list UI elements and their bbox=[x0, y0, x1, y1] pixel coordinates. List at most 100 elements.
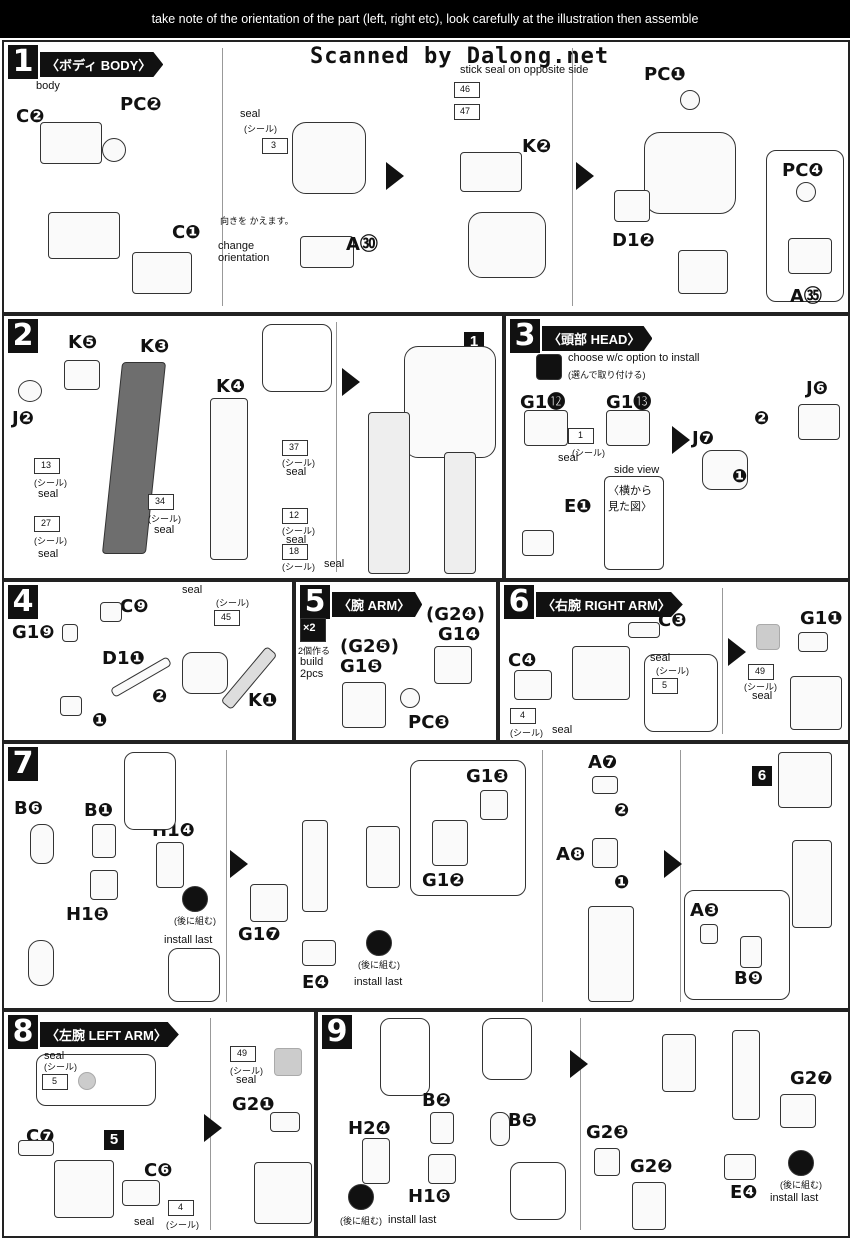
step-number: 3 bbox=[510, 319, 540, 353]
part-g14 bbox=[434, 646, 472, 684]
step-title: 〈右腕 RIGHT ARM〉 bbox=[536, 592, 683, 617]
part-arm-6 bbox=[572, 646, 630, 700]
label-seal: seal bbox=[324, 558, 345, 570]
label-seal-jp: (シール) bbox=[282, 562, 315, 572]
part-arm-6-final bbox=[790, 676, 842, 730]
label-install-last: install last bbox=[770, 1192, 819, 1204]
part-torso-assembled bbox=[468, 212, 546, 278]
label-seal: seal bbox=[558, 452, 579, 464]
label-seal-jp: (シール) bbox=[166, 1220, 199, 1230]
step-7-panel: 7 B❻ B❶ H1❹ H1❺ (後に組む) install last G1❼ … bbox=[2, 742, 850, 1010]
label-b5: B❺ bbox=[508, 1110, 537, 1131]
part-head bbox=[702, 450, 748, 490]
step-4-panel: 4 seal (シール) 45 C❾ G1❾ D1❶ K❶ ❶ ❷ bbox=[2, 580, 294, 742]
part-e4 bbox=[302, 940, 336, 966]
divider bbox=[226, 750, 227, 1002]
label-g25: (G2❺) bbox=[340, 636, 399, 657]
reference-badge-6: 6 bbox=[752, 766, 772, 786]
label-seal: seal bbox=[182, 584, 203, 596]
step-number: 6 bbox=[504, 585, 534, 619]
x2-icon: ×2 bbox=[300, 618, 326, 642]
part-a8 bbox=[592, 838, 618, 868]
label-seal-jp: (シール) bbox=[572, 448, 605, 458]
part-a3 bbox=[700, 924, 718, 944]
step-number: 9 bbox=[322, 1015, 352, 1049]
label-install-last: install last bbox=[354, 976, 403, 988]
detail-bubble bbox=[482, 1018, 532, 1080]
part-h24 bbox=[362, 1138, 390, 1184]
part-g17 bbox=[250, 884, 288, 922]
part-g15 bbox=[342, 682, 386, 728]
detail-bubble bbox=[124, 752, 176, 830]
step-arrow bbox=[386, 162, 404, 190]
part-b5 bbox=[490, 1112, 510, 1146]
label-a8: A❽ bbox=[556, 844, 586, 865]
part-a30 bbox=[300, 236, 354, 268]
label-seal-jp: (シール) bbox=[34, 478, 67, 488]
label-reorient-jp: 向きを かえます。 bbox=[220, 216, 294, 226]
seal-37: 37 bbox=[282, 440, 308, 456]
part-j6 bbox=[798, 404, 840, 440]
part-h14 bbox=[156, 842, 184, 888]
step-arrow bbox=[576, 162, 594, 190]
detail-bubble bbox=[410, 760, 526, 896]
detail-bubble bbox=[380, 1018, 430, 1096]
step-2-panel: 2 K❺ K❸ K❹ J❷ 13 (シール) seal 27 (シール) sea… bbox=[2, 314, 504, 580]
part-k2 bbox=[460, 152, 522, 192]
part-full-arm bbox=[792, 840, 832, 928]
part-g11 bbox=[798, 632, 828, 652]
label-b9: B❾ bbox=[734, 968, 763, 989]
label-install-last: install last bbox=[164, 934, 213, 946]
part-later-dot bbox=[366, 930, 392, 956]
label-seal-jp: (シール) bbox=[34, 536, 67, 546]
seal-12: 12 bbox=[282, 508, 308, 524]
label-j2: J❷ bbox=[12, 408, 34, 429]
part-assembled-legs bbox=[368, 412, 410, 574]
step-arrow bbox=[342, 368, 360, 396]
label-b2: B❷ bbox=[422, 1090, 451, 1111]
label-seal: seal bbox=[650, 652, 671, 664]
label-c6: C❻ bbox=[144, 1160, 173, 1181]
seal-47: 47 bbox=[454, 104, 480, 120]
part-torso-final bbox=[644, 132, 736, 214]
step-title: 〈腕 ARM〉 bbox=[332, 592, 423, 617]
part-g12 bbox=[432, 820, 468, 866]
label-seal: seal bbox=[134, 1216, 155, 1228]
sideview-box bbox=[604, 476, 664, 570]
label-g12: G1⓬ bbox=[520, 392, 566, 413]
label-seal: seal bbox=[154, 524, 175, 536]
part-g21 bbox=[270, 1112, 300, 1132]
label-body: body bbox=[36, 80, 60, 92]
part-c6 bbox=[122, 1180, 160, 1206]
label-h24: H2❹ bbox=[348, 1118, 391, 1139]
part-g22 bbox=[632, 1182, 666, 1230]
divider bbox=[722, 588, 723, 734]
detail-bubble bbox=[766, 150, 844, 302]
label-g23: G2❸ bbox=[586, 1122, 629, 1143]
part-e4 bbox=[724, 1154, 756, 1180]
label-choose: choose w/c option to install bbox=[568, 352, 700, 364]
label-order-1: ❶ bbox=[614, 872, 630, 893]
label-c4: C❹ bbox=[508, 650, 537, 671]
label-k1: K❶ bbox=[248, 690, 278, 711]
part-seal-ghost bbox=[274, 1048, 302, 1076]
part-head-4 bbox=[182, 652, 228, 694]
part-pc2 bbox=[102, 138, 126, 162]
label-seal: seal bbox=[286, 534, 307, 546]
seal-13: 13 bbox=[34, 458, 60, 474]
part-c9 bbox=[100, 602, 122, 622]
label-order-2: ❷ bbox=[754, 408, 770, 429]
label-seal-jp: (シール) bbox=[216, 598, 249, 608]
part-g13 bbox=[480, 790, 508, 820]
label-e4: E❹ bbox=[302, 972, 330, 993]
part-small-joint bbox=[28, 940, 54, 986]
step-arrow bbox=[672, 426, 690, 454]
step-title: 〈頭部 HEAD〉 bbox=[542, 326, 653, 351]
label-g19: G1❾ bbox=[12, 622, 55, 643]
label-pc3: PC❸ bbox=[408, 712, 450, 733]
seal-1: 1 bbox=[568, 428, 594, 444]
part-arm-column bbox=[302, 820, 328, 912]
step-8-panel: 8 〈左腕 LEFT ARM〉 seal (シール) 5 C❼ 5 C❻ 4 s… bbox=[2, 1010, 316, 1238]
divider bbox=[580, 1018, 581, 1230]
label-later-jp: (後に組む) bbox=[358, 960, 400, 970]
